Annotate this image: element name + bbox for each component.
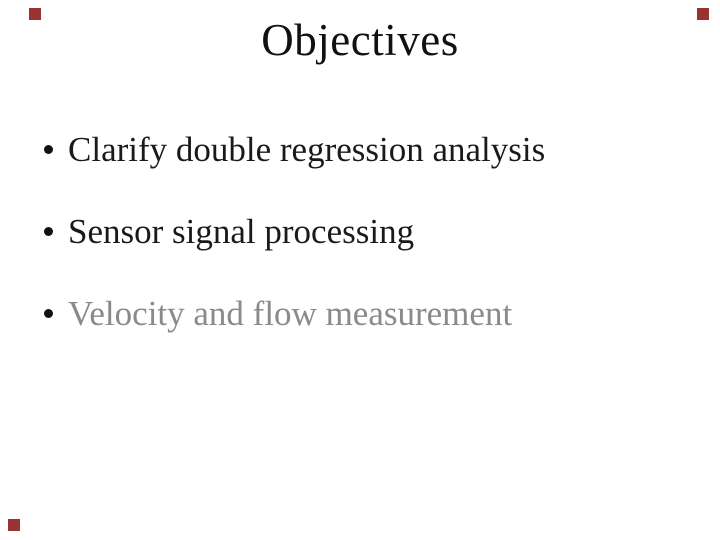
bullet-icon	[44, 227, 53, 236]
corner-marker-top-left-icon	[29, 8, 41, 20]
bullet-text: Clarify double regression analysis	[68, 130, 546, 169]
bullet-icon	[44, 145, 53, 154]
bullet-icon	[44, 309, 53, 318]
corner-marker-top-right-icon	[697, 8, 709, 20]
slide-title: Objectives	[261, 15, 459, 65]
bullet-text: Velocity and flow measurement	[68, 294, 513, 333]
bullet-item: Sensor signal processing	[0, 211, 690, 253]
bullet-text: Sensor signal processing	[68, 212, 415, 251]
corner-marker-bottom-left-icon	[8, 519, 20, 531]
bullet-item: Clarify double regression analysis	[0, 129, 690, 171]
bullet-item: Velocity and flow measurement	[0, 293, 690, 335]
